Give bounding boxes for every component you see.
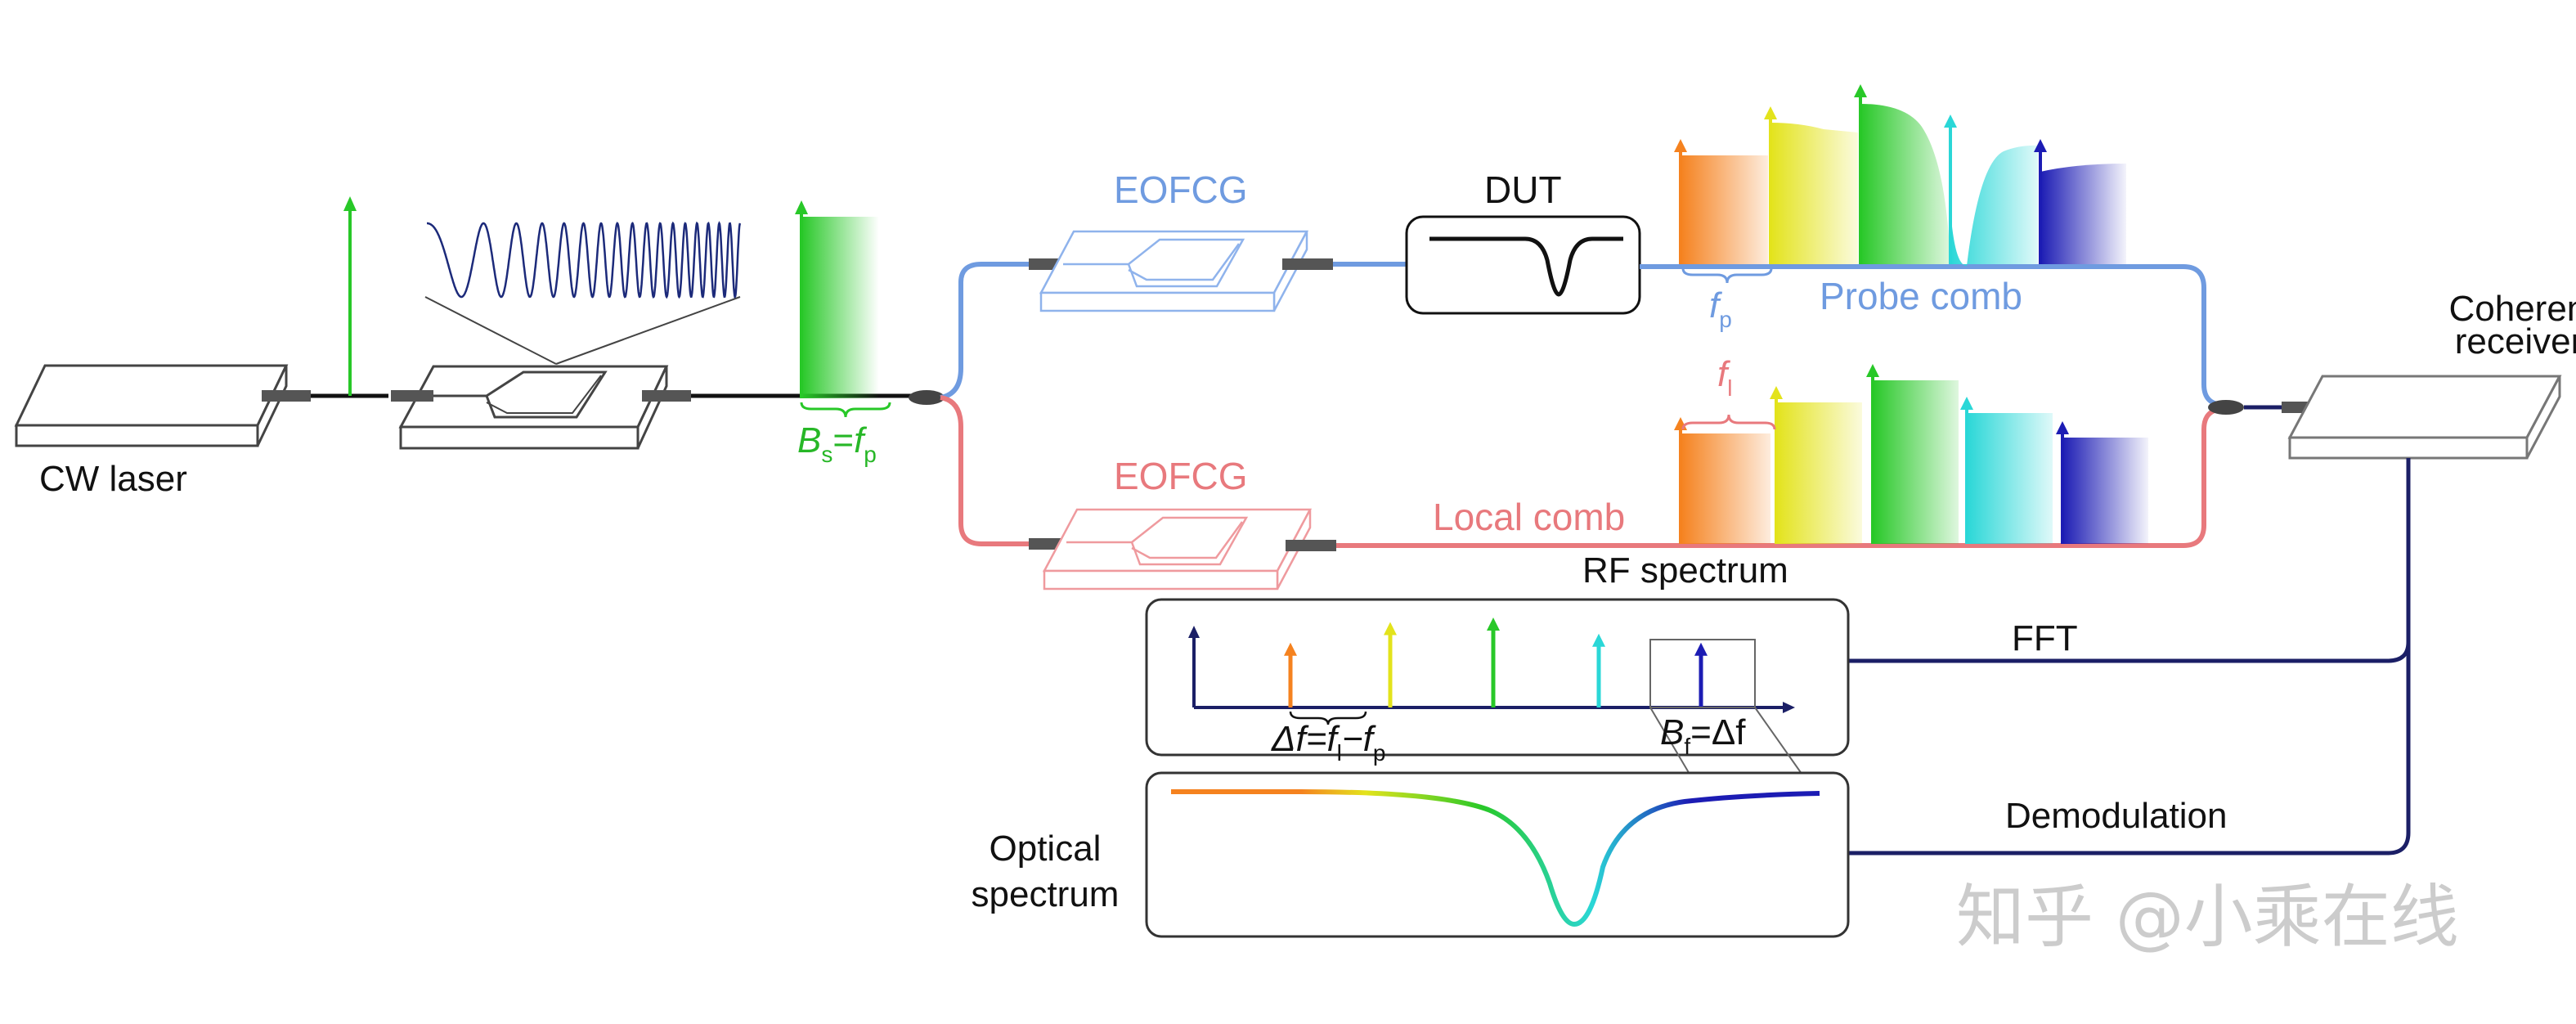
- dut-label: DUT: [1484, 168, 1562, 211]
- optical-spectrum-label-1: Optical: [990, 829, 1102, 869]
- cw-laser: CW laser: [14, 364, 289, 499]
- demodulation-link: [1848, 638, 2411, 856]
- eofcg-bottom: [1042, 508, 1313, 591]
- rf-tone-arrow: [1592, 633, 1605, 647]
- fiber-connector: [262, 390, 311, 402]
- arrow-head: [343, 196, 357, 211]
- probe-path: [2183, 264, 2225, 407]
- fp-label: fp: [1709, 285, 1732, 332]
- local-comb-line: [1873, 380, 1959, 544]
- zoom-line: [424, 296, 557, 365]
- probe-comb-label: Probe comb: [1820, 275, 2022, 317]
- fiber-connector: [1282, 258, 1333, 270]
- local-comb: [1674, 364, 2148, 544]
- fiber-coupler-left: [909, 390, 945, 405]
- rf-tone-arrow: [1284, 642, 1297, 656]
- probe-comb-line: [2040, 164, 2126, 264]
- arrow-head: [1188, 626, 1200, 638]
- eofcg-top-label: EOFCG: [1114, 168, 1248, 211]
- rf-spectrum-panel: [1145, 598, 1850, 757]
- local-path: [940, 395, 1030, 546]
- fiber-connector: [1286, 540, 1336, 551]
- seed-spectrum: [801, 217, 879, 398]
- fiber-connector: [391, 390, 433, 402]
- rf-tones: [1284, 618, 1708, 707]
- bs-label: Bs=fp: [797, 420, 877, 467]
- probe-comb: [1674, 84, 2126, 266]
- rf-tone-arrow: [1487, 618, 1500, 631]
- arrow-head: [795, 200, 808, 214]
- coherent-receiver-label-1: Coherent: [2448, 289, 2576, 329]
- probe-comb-line: [1950, 145, 2038, 266]
- probe-path: [940, 262, 1030, 400]
- cw-laser-label: CW laser: [39, 459, 187, 499]
- phase-modulator: [398, 365, 669, 450]
- local-comb-line: [2062, 438, 2148, 544]
- fp-brace: [1681, 267, 1773, 284]
- dut-response-curve: [1429, 236, 1623, 297]
- optical-spectrum-panel: [1145, 771, 1850, 938]
- coherent-receiver-label-2: receiver: [2455, 321, 2576, 362]
- fiber-connector: [642, 390, 691, 402]
- bf-label: Bf=Δf: [1660, 712, 1746, 759]
- rf-tone-arrow: [1694, 642, 1708, 656]
- optical-spectrum-label-2: spectrum: [972, 874, 1120, 914]
- zoom-line: [555, 296, 741, 365]
- delta-f-label: Δf=fl−fp: [1271, 719, 1385, 766]
- bs-brace: [800, 402, 891, 418]
- optical-spectrum-curve: [1171, 789, 1820, 927]
- local-comb-label: Local comb: [1433, 496, 1625, 538]
- eofcg-top: [1039, 230, 1309, 312]
- fft-label: FFT: [2012, 618, 2078, 658]
- rf-spectrum-label: RF spectrum: [1582, 550, 1788, 591]
- dut-box: [1405, 215, 1641, 315]
- probe-comb-line: [1770, 123, 1858, 264]
- rf-tone-arrow: [1384, 622, 1397, 636]
- demodulation-label: Demodulation: [2005, 796, 2228, 836]
- delta-f-brace: [1289, 711, 1367, 725]
- arrow-head: [1783, 702, 1795, 713]
- local-comb-line: [1776, 402, 1862, 544]
- probe-comb-line: [1860, 104, 1950, 264]
- fl-brace: [1681, 414, 1776, 430]
- bf-zoom-box: [1649, 639, 1756, 708]
- coherent-receiver: [2287, 375, 2562, 460]
- local-comb-line: [1967, 413, 2053, 544]
- local-path: [2183, 406, 2225, 548]
- eofcg-bottom-label: EOFCG: [1114, 455, 1248, 497]
- fiber-coupler-right: [2208, 400, 2244, 415]
- watermark: 知乎 @小乘在线: [1956, 877, 2459, 957]
- chirp-waveform: [427, 221, 742, 299]
- local-comb-line: [1681, 433, 1770, 544]
- probe-comb-line: [1681, 155, 1768, 264]
- fl-label: fl: [1717, 354, 1732, 401]
